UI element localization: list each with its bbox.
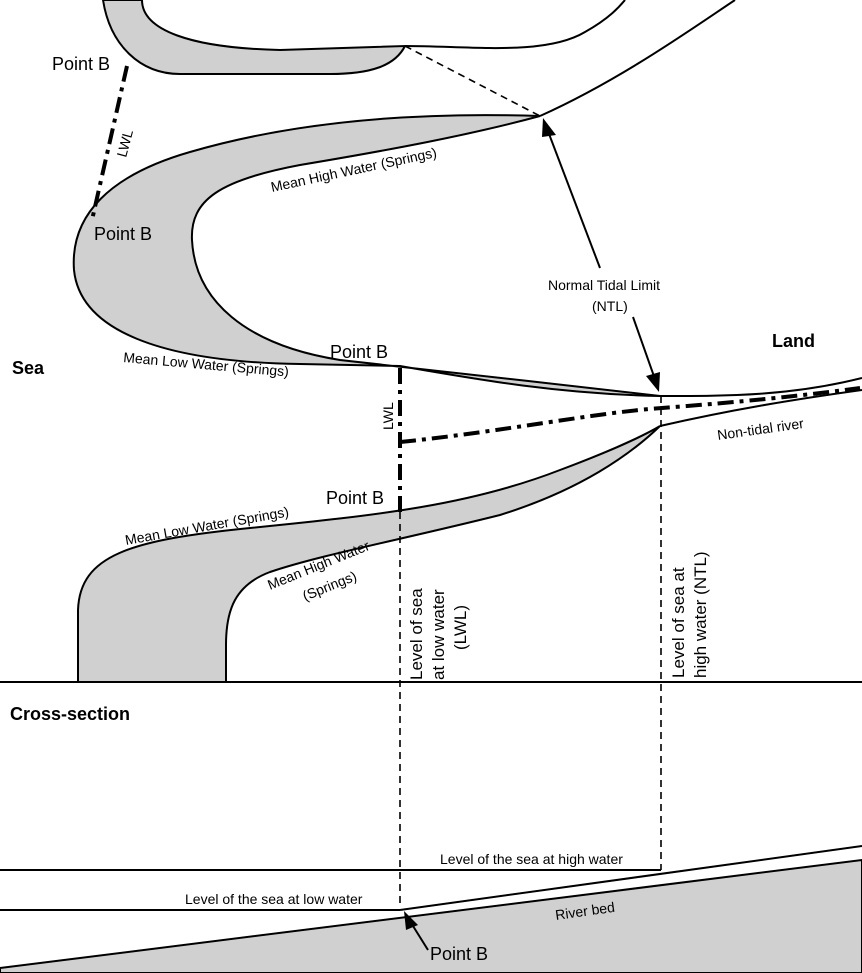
lwl-level-label-3: (LWL) bbox=[451, 605, 470, 650]
river-bed bbox=[0, 858, 862, 973]
cross-section-view: Cross-section Level of the sea at high w… bbox=[0, 704, 862, 973]
upper-land-line bbox=[539, 0, 736, 117]
water-slope-line bbox=[399, 845, 862, 911]
ntl-level-label-2: high water (NTL) bbox=[691, 551, 710, 678]
non-tidal-river-label: Non-tidal river bbox=[716, 415, 805, 443]
top-shore-band bbox=[101, 0, 407, 75]
sea-label: Sea bbox=[12, 358, 45, 378]
point-b-label-mid: Point B bbox=[330, 342, 388, 362]
low-water-label: Level of the sea at low water bbox=[185, 891, 363, 907]
ntl-arrow-up-head bbox=[542, 118, 556, 137]
point-b-label-lower: Point B bbox=[326, 488, 384, 508]
lwl-label-middle: LWL bbox=[380, 402, 396, 430]
ntl-level-label-1: Level of sea at bbox=[669, 567, 688, 678]
cross-section-title: Cross-section bbox=[10, 704, 130, 724]
ntl-arrow-down-head bbox=[646, 372, 660, 392]
plan-view: Sea Land Point B Point B Point B Point B… bbox=[12, 0, 862, 908]
upper-bank-band bbox=[72, 114, 661, 397]
high-water-label: Level of the sea at high water bbox=[440, 851, 623, 867]
lower-bank-band bbox=[77, 425, 661, 683]
land-label: Land bbox=[772, 331, 815, 351]
lower-river-bank bbox=[659, 389, 862, 427]
ntl-label-1: Normal Tidal Limit bbox=[548, 277, 660, 293]
dashed-chord-top bbox=[404, 45, 541, 117]
lwl-level-label-2: at low water bbox=[429, 589, 448, 680]
lwl-level-label-1: Level of sea bbox=[407, 588, 426, 680]
lwl-line-river bbox=[399, 386, 861, 444]
ntl-arrow-up bbox=[545, 125, 601, 269]
point-b-label-upper: Point B bbox=[94, 224, 152, 244]
ntl-arrow-down bbox=[632, 316, 657, 383]
point-b-cross-label: Point B bbox=[430, 944, 488, 964]
lwl-line-upper bbox=[90, 65, 129, 221]
lwl-label-upper: LWL bbox=[113, 128, 136, 159]
point-b-arrow-head bbox=[404, 911, 418, 930]
top-land-outline bbox=[404, 0, 626, 50]
upper-river-bank bbox=[659, 377, 862, 397]
point-b-label-top: Point B bbox=[52, 54, 110, 74]
ntl-label-2: (NTL) bbox=[592, 298, 628, 314]
